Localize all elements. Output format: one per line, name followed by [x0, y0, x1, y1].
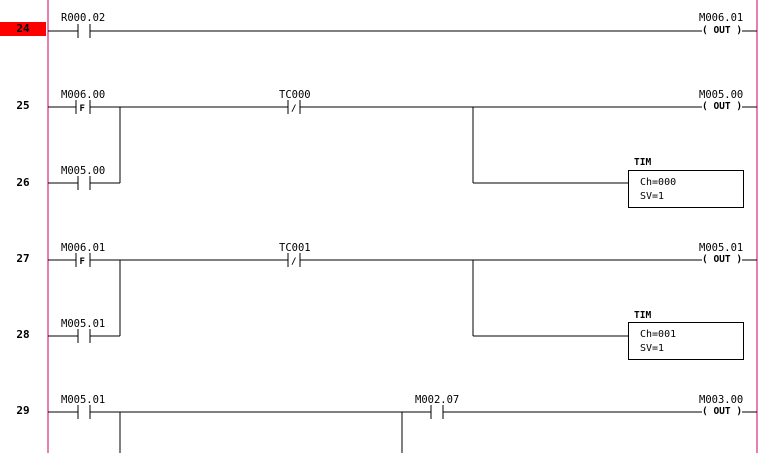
contact-label[interactable]: TC001: [279, 242, 311, 254]
rung-25-wiring: [48, 100, 757, 184]
rung-number-29[interactable]: 29: [16, 404, 30, 417]
negated-contact-icon-27: /: [291, 257, 296, 267]
falling-edge-icon-25: F: [80, 104, 85, 114]
coil-label[interactable]: M005.00: [699, 89, 744, 101]
rung-number-27[interactable]: 27: [16, 252, 30, 265]
falling-edge-icon-27: F: [80, 257, 85, 267]
timer-block[interactable]: Ch=001 SV=1: [628, 322, 744, 360]
contact-label[interactable]: M005.01: [61, 318, 106, 330]
rung-27-wiring: [48, 253, 757, 337]
out-coil[interactable]: ( OUT ): [702, 101, 743, 112]
contact-label[interactable]: M006.01: [61, 242, 106, 254]
rung-26-wiring: [48, 176, 120, 190]
rung-24-wiring: [48, 24, 757, 38]
timer-channel: Ch=000: [640, 177, 677, 188]
rung-number-24[interactable]: 24: [0, 22, 46, 36]
coil-label[interactable]: M005.01: [699, 242, 744, 254]
contact-label[interactable]: M005.01: [61, 394, 106, 406]
coil-label[interactable]: M003.00: [699, 394, 744, 406]
timer-block[interactable]: Ch=000 SV=1: [628, 170, 744, 208]
rung-number-25[interactable]: 25: [16, 99, 30, 112]
coil-label[interactable]: M006.01: [699, 12, 744, 24]
timer-setvalue: SV=1: [640, 191, 665, 202]
timer-title: TIM: [634, 157, 652, 168]
timer-title: TIM: [634, 310, 652, 321]
rung-29-wiring: [48, 405, 757, 453]
rung-number-28[interactable]: 28: [16, 328, 30, 341]
negated-contact-icon-25: /: [291, 104, 296, 114]
contact-label[interactable]: TC000: [279, 89, 311, 101]
out-coil[interactable]: ( OUT ): [702, 254, 743, 265]
rung-28-wiring: [48, 329, 120, 343]
rung-number-26[interactable]: 26: [16, 176, 30, 189]
contact-label[interactable]: R000.02: [61, 12, 106, 24]
out-coil[interactable]: ( OUT ): [702, 406, 743, 417]
timer-setvalue: SV=1: [640, 343, 665, 354]
contact-label[interactable]: M006.00: [61, 89, 106, 101]
out-coil[interactable]: ( OUT ): [702, 25, 743, 36]
timer-channel: Ch=001: [640, 329, 677, 340]
contact-label[interactable]: M005.00: [61, 165, 106, 177]
contact-label[interactable]: M002.07: [415, 394, 460, 406]
